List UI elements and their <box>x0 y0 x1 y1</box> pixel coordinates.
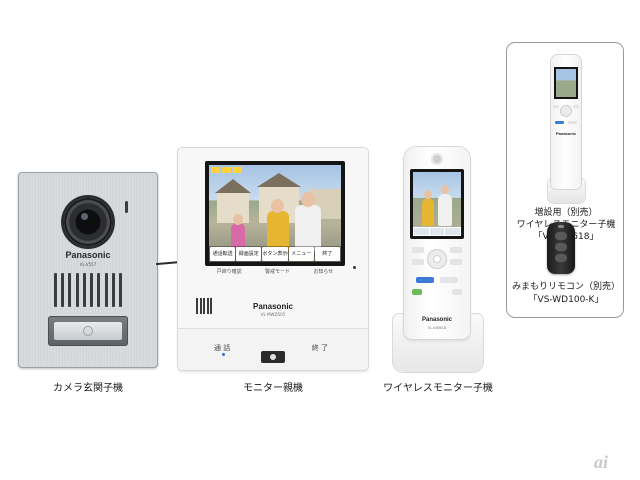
caption-door-station: カメラ玄関子機 <box>53 383 123 394</box>
end-button[interactable]: 終 了 <box>311 344 328 352</box>
caption-monitor: モニター親機 <box>243 383 303 394</box>
handset-key-f1[interactable] <box>412 247 424 253</box>
softkey-display-off[interactable]: ボタン表示OFF <box>262 247 288 261</box>
handset-talk-button[interactable] <box>416 277 434 283</box>
call-button-frame <box>48 316 128 346</box>
monitor-center-button[interactable] <box>261 351 285 363</box>
talk-button[interactable]: 通 話 <box>214 344 231 352</box>
remote-control-image <box>547 222 575 274</box>
handset-key-f2[interactable] <box>450 247 462 253</box>
extra-handset-image: Panasonic <box>551 55 581 189</box>
remote-label: みまもりリモコン（別売） <box>511 282 620 292</box>
optional-accessories-panel: Panasonic 増設用（別売） ワイヤレスモニター子機 「VL-WD618」… <box>506 42 624 318</box>
call-button[interactable] <box>54 322 122 340</box>
watermark-logo: ai <box>594 452 609 472</box>
monitor-speaker-grille <box>196 298 212 314</box>
handset-key-right[interactable] <box>450 259 462 265</box>
monitor-model-label: VL-MWD505 <box>260 312 286 317</box>
monitor-screen: 通話転送 録画設定 ボタン表示OFF メニュー 終了 <box>205 161 345 266</box>
talk-indicator-icon <box>222 353 225 356</box>
handset-key-extra[interactable] <box>452 289 462 295</box>
softkey-menu[interactable]: メニュー <box>288 247 314 261</box>
handset-camera-view <box>413 172 461 236</box>
key-notifications[interactable]: お知らせ <box>313 269 334 275</box>
softkey-transfer[interactable]: 通話転送 <box>210 247 236 261</box>
handset-end-button[interactable] <box>440 277 458 283</box>
door-indicator-light <box>125 201 128 213</box>
monitor-indicator-light <box>353 266 356 269</box>
softkey-end[interactable]: 終了 <box>314 247 341 261</box>
camera-lens-icon <box>64 198 112 246</box>
door-model-label: VL-V557 <box>79 262 97 267</box>
monitor-main-unit: 通話転送 録画設定 ボタン表示OFF メニュー 終了 戸締り確認 警戒モード お… <box>178 148 368 370</box>
screen-softkeys: 通話転送 録画設定 ボタン表示OFF メニュー 終了 <box>209 246 341 262</box>
door-station: Panasonic VL-V557 <box>18 172 158 368</box>
status-icons <box>211 167 242 173</box>
monitor-control-panel: 通 話 終 了 <box>178 328 368 370</box>
door-brand-label: Panasonic <box>65 250 111 260</box>
handset-key-left[interactable] <box>412 259 424 265</box>
wireless-handset: Panasonic VL-WD618 <box>404 147 470 339</box>
extra-handset-label-1: 増設用（別売） <box>534 208 598 218</box>
monitor-camera-view: 通話転送 録画設定 ボタン表示OFF メニュー 終了 <box>209 165 341 262</box>
call-button-icon <box>83 326 93 336</box>
remote-model: 「VS-WD100-K」 <box>528 295 604 305</box>
caption-handset: ワイヤレスモニター子機 <box>383 383 493 394</box>
key-lock-check[interactable]: 戸締り確認 <box>216 269 242 275</box>
handset-brand-label: Panasonic <box>421 317 452 323</box>
handset-screen <box>410 169 464 239</box>
handset-keypad <box>410 245 464 315</box>
door-speaker-grille <box>54 273 122 307</box>
handset-key-green[interactable] <box>412 289 422 295</box>
handset-camera-icon <box>431 153 443 165</box>
monitor-function-keys: 戸締り確認 警戒モード お知らせ <box>205 268 345 275</box>
handset-dpad[interactable] <box>427 249 447 269</box>
handset-model-label: VL-WD618 <box>427 326 447 330</box>
softkey-record[interactable]: 録画設定 <box>236 247 262 261</box>
monitor-brand-label: Panasonic <box>252 302 293 311</box>
key-alert-mode[interactable]: 警戒モード <box>265 269 291 275</box>
